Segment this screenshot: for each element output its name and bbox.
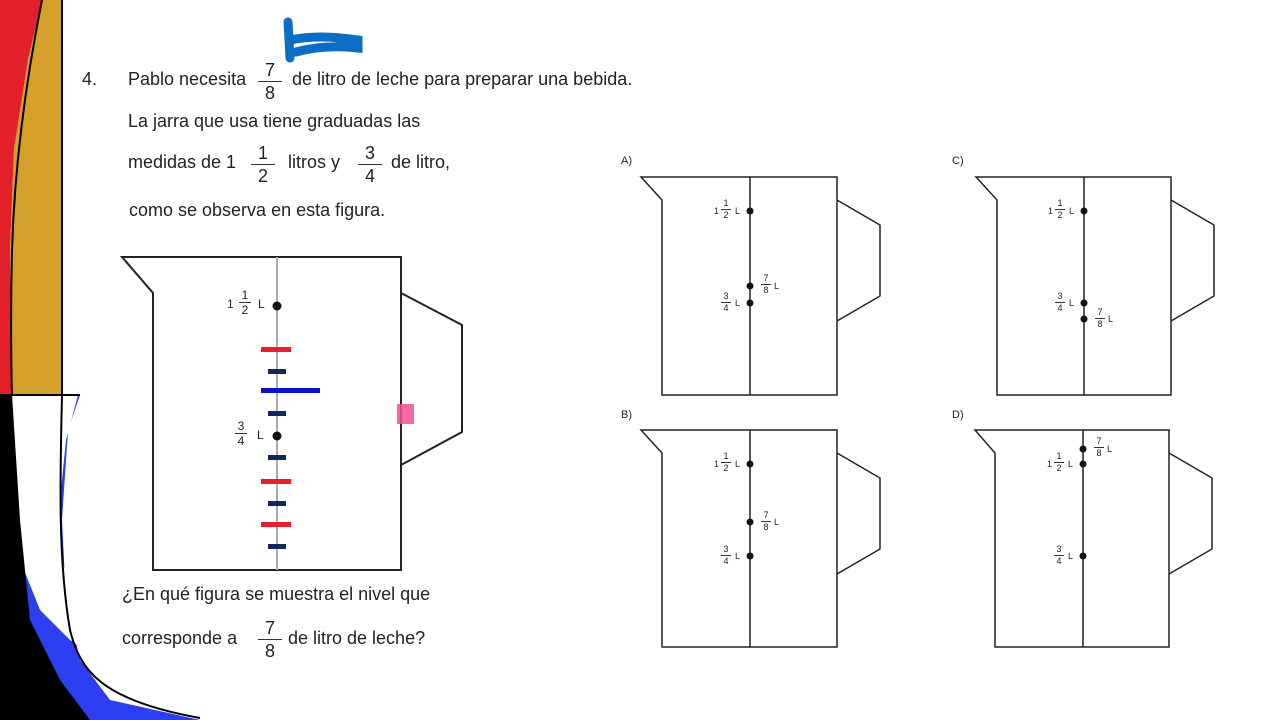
option-b-seven-eighths-unit: L (774, 517, 780, 527)
navy-marker (268, 544, 286, 549)
option-a-one-half-whole: 1 (714, 206, 720, 216)
red-marker (261, 479, 291, 484)
question-line3-c: de litro, (391, 152, 451, 172)
question-line3-b: litros y (288, 152, 341, 172)
question-line3-a: medidas de 1 (128, 152, 237, 172)
option-d-jug (973, 429, 1213, 648)
main-jug-dot-one-half (272, 301, 282, 311)
option-b-one-half-unit: L (735, 459, 741, 469)
navy-marker (268, 411, 286, 416)
option-d-seven-eighths-unit: L (1107, 444, 1113, 454)
red-marker (261, 522, 291, 527)
question-ask-line2-b: de litro de leche? (288, 628, 426, 648)
main-jug-handle (400, 292, 463, 466)
option-a-seven-eighths-unit: L (774, 281, 780, 291)
blue-marker (261, 388, 320, 393)
main-mark-mid-unit: L (257, 428, 264, 442)
navy-marker (268, 501, 286, 506)
option-c-jug (974, 176, 1215, 396)
black-curve (10, 0, 43, 396)
main-mark-top-whole: 1 (227, 297, 234, 311)
white-shape (12, 395, 100, 660)
option-a-label[interactable]: A) (621, 155, 632, 167)
question-ask-line1: ¿En qué figura se muestra el nivel que (122, 584, 431, 604)
option-a-jug (639, 176, 881, 396)
question-line2: La jarra que usa tiene graduadas las (128, 111, 421, 131)
question-line1-b: de litro de leche para preparar una bebi… (292, 69, 633, 89)
question-number: 4. (82, 69, 98, 89)
option-c-one-half-unit: L (1069, 206, 1075, 216)
navy-marker (268, 455, 286, 460)
question-line1-a: Pablo necesita (128, 69, 247, 89)
option-d-one-half-unit: L (1068, 459, 1074, 469)
option-b-one-half-whole: 1 (714, 459, 720, 469)
navy-marker (268, 369, 286, 374)
option-b-jug (639, 429, 881, 648)
option-b-label[interactable]: B) (621, 409, 632, 421)
pink-highlight (397, 404, 414, 424)
option-d-label[interactable]: D) (952, 409, 964, 421)
main-jug-dot-three-quarters (272, 431, 282, 441)
question-ask-line2-a: corresponde a (122, 628, 238, 648)
option-c-three-quarters-unit: L (1069, 298, 1075, 308)
black-curve-2 (59, 0, 201, 719)
main-mark-top-unit: L (258, 297, 265, 311)
option-c-one-half-whole: 1 (1048, 206, 1054, 216)
option-c-label[interactable]: C) (952, 155, 964, 167)
question-line4: como se observa en esta figura. (129, 200, 386, 220)
option-d-one-half-whole: 1 (1047, 459, 1053, 469)
black-shape (0, 395, 90, 720)
option-a-one-half-unit: L (735, 206, 741, 216)
option-a-three-quarters-unit: L (735, 298, 741, 308)
option-b-three-quarters-unit: L (735, 551, 741, 561)
red-marker (261, 347, 291, 352)
option-c-seven-eighths-unit: L (1108, 314, 1114, 324)
gold-shape (10, 0, 62, 395)
option-d-three-quarters-unit: L (1068, 551, 1074, 561)
